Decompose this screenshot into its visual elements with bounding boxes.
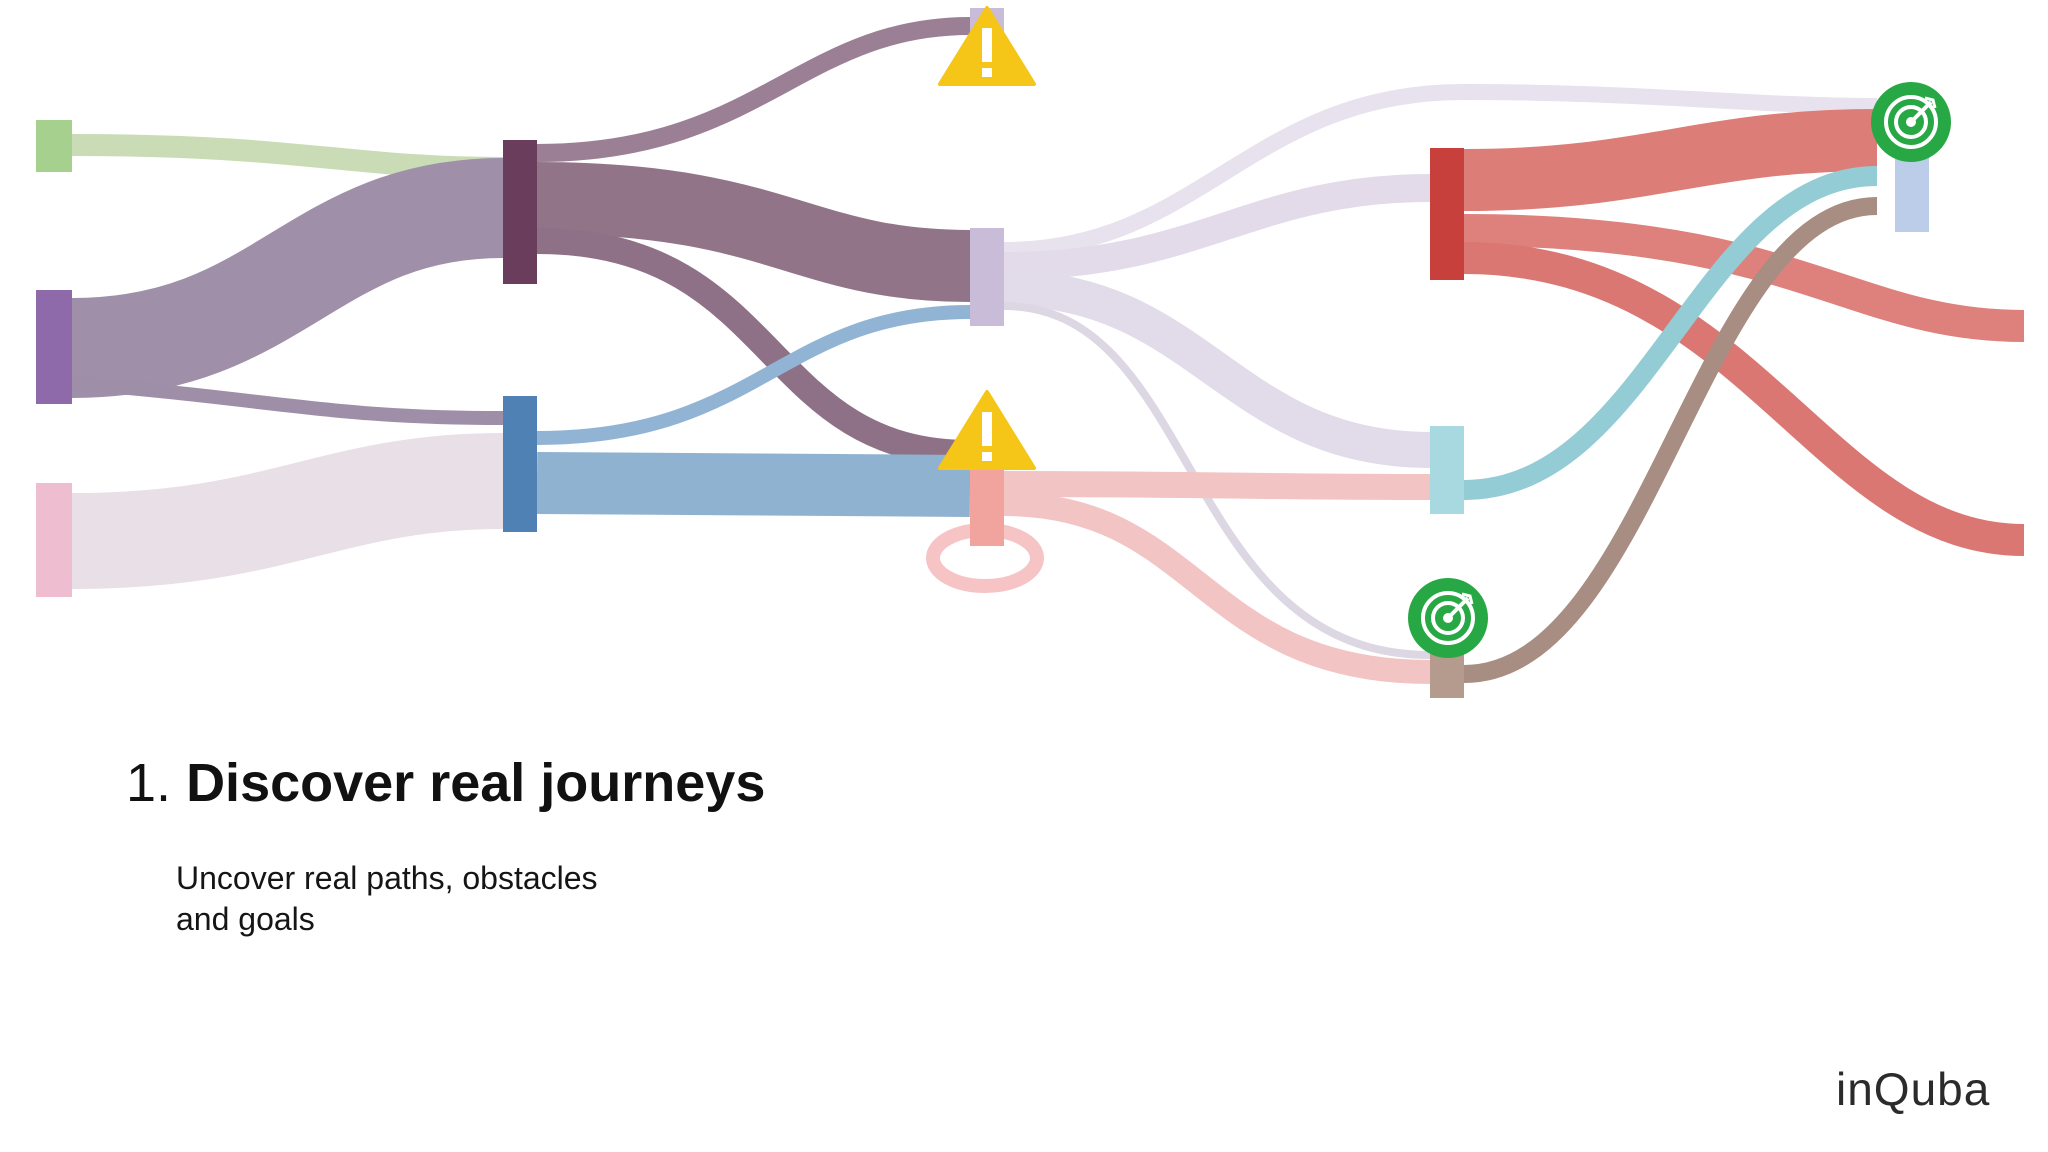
flow-lavender-to-teal — [1003, 270, 1431, 468]
node-red — [1430, 148, 1464, 280]
subtitle-line-2: and goals — [176, 901, 315, 937]
node-teal — [1430, 426, 1464, 514]
flow-lavender-to-red — [1003, 174, 1431, 280]
flow-red-to-goal-top — [1463, 109, 1878, 211]
flow-salmon-to-taupe — [1003, 492, 1431, 684]
flow-taupe-to-goal-top — [1463, 197, 1878, 683]
node-blue — [503, 396, 537, 532]
title-number: 1. — [126, 753, 172, 813]
node-pink — [36, 483, 72, 597]
sankey-flows — [71, 17, 2025, 684]
flow-salmon-to-teal — [1003, 471, 1431, 500]
flow-blue-to-lavender — [536, 305, 971, 445]
node-lavender — [970, 228, 1004, 326]
flow-plum-to-salmon — [536, 228, 971, 466]
flow-plum-to-lavender — [536, 162, 971, 302]
page-title: 1. Discover real journeys — [126, 752, 765, 814]
node-periwinkle — [1895, 150, 1929, 232]
node-purple — [36, 290, 72, 404]
title-text: Discover real journeys — [186, 753, 766, 813]
node-taupe — [1430, 654, 1464, 698]
sankey-nodes — [36, 8, 1929, 698]
subtitle-line-1: Uncover real paths, obstacles — [176, 860, 598, 896]
flow-blue-to-salmon — [536, 452, 971, 517]
flow-teal-to-goal-top — [1463, 166, 1878, 500]
flow-lavender-to-goal-top — [1003, 83, 1878, 258]
flow-purple-to-plum — [71, 158, 504, 398]
warning-triangle-icon — [938, 6, 1036, 86]
page-subtitle: Uncover real paths, obstacles and goals — [176, 858, 598, 940]
flow-plum-to-top-warning — [536, 17, 971, 162]
flow-red-to-exit-1 — [1463, 214, 2025, 342]
flow-pink-to-blue — [71, 433, 504, 589]
warning-triangle-icon — [938, 390, 1036, 470]
node-green — [36, 120, 72, 172]
flow-red-to-exit-2 — [1463, 242, 2025, 556]
node-plum — [503, 140, 537, 284]
flow-purple-to-blue — [71, 376, 504, 425]
brand-logo: inQuba — [1836, 1063, 1991, 1115]
target-goal-icon — [1871, 82, 1951, 162]
target-goal-icon — [1408, 578, 1488, 658]
